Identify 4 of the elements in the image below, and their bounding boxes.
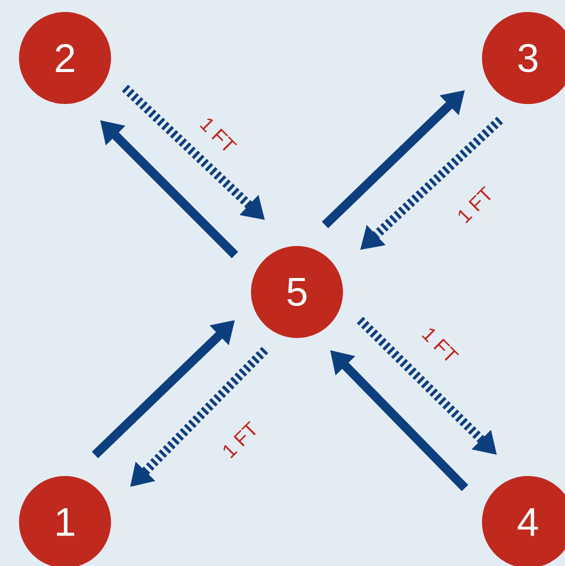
edge-label: 1 FT [200, 118, 238, 151]
edge-label: 1 FT [224, 420, 256, 458]
edge-label: 1 FT [458, 186, 491, 224]
edge-label: 1 FT [422, 328, 460, 361]
